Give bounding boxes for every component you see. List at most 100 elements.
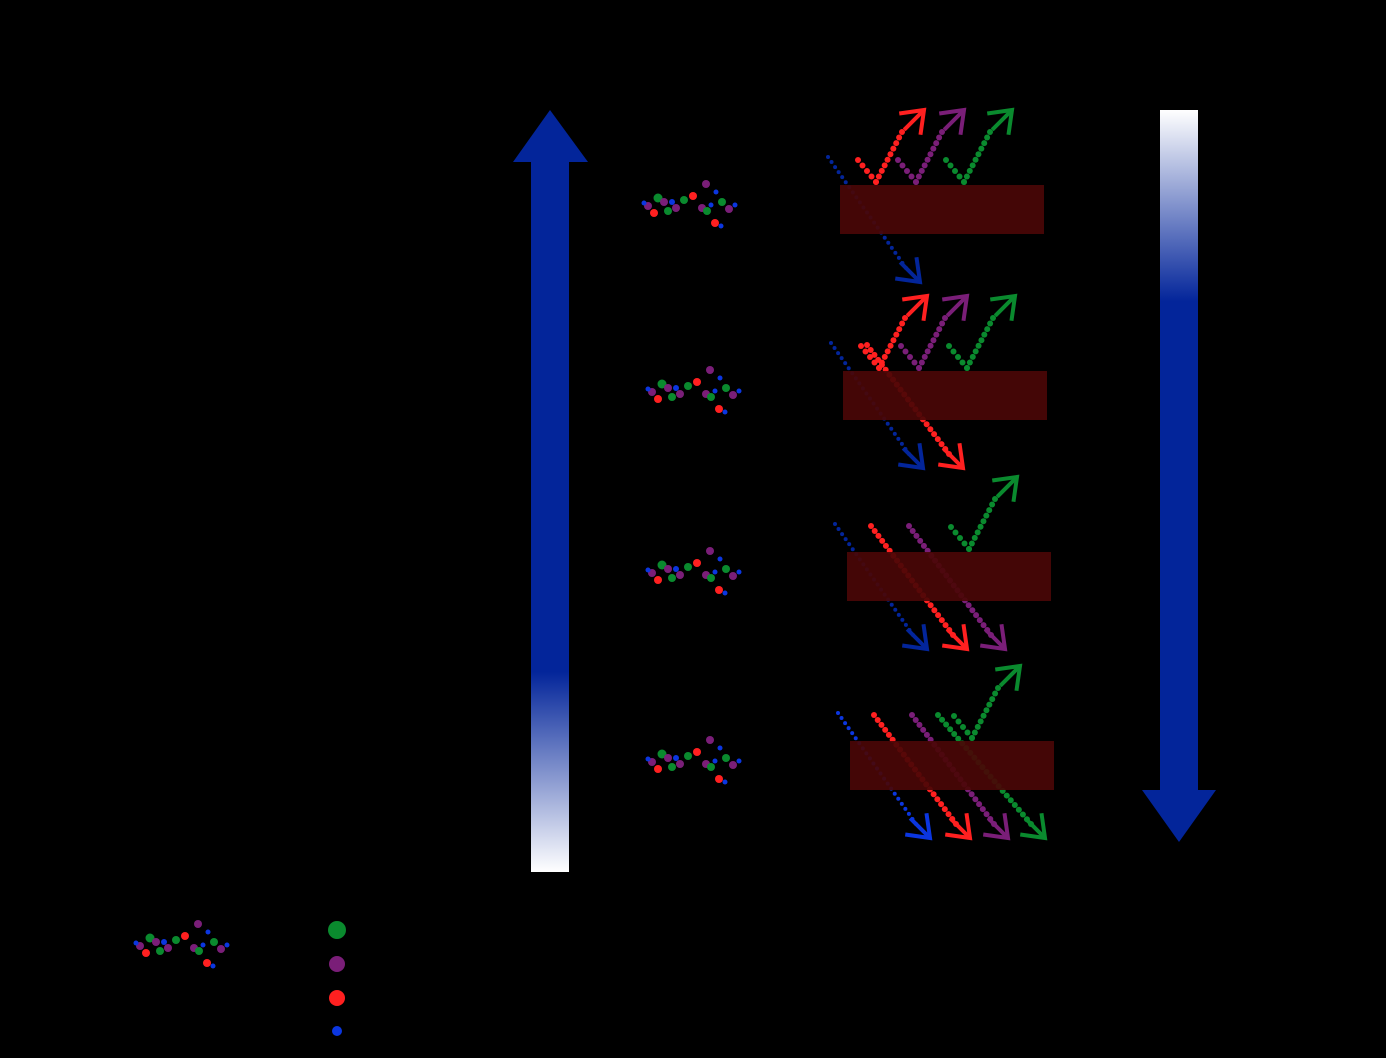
beam-dot [943, 157, 949, 163]
particle-blue [673, 385, 679, 391]
beam-dot [969, 735, 975, 741]
filter-block [850, 741, 1054, 790]
particle-purple [725, 205, 733, 213]
beam-dot [948, 163, 954, 169]
particle-blue [714, 190, 719, 195]
particle-purple [672, 204, 680, 212]
particle-green [172, 936, 180, 944]
particle-green [684, 752, 692, 760]
beam-dot [936, 326, 942, 332]
particle-red [693, 559, 701, 567]
beam-dot [922, 354, 928, 360]
particle-purple [706, 736, 714, 744]
filter-block [843, 371, 1047, 420]
legend-dot-purple [329, 956, 345, 972]
particle-red [654, 765, 662, 773]
particle-blue [713, 759, 718, 764]
particle-blue [718, 746, 723, 751]
beam-dot [935, 436, 941, 442]
particle-green [210, 938, 218, 946]
beam-dot [972, 796, 978, 802]
right-vertical-arrow [1142, 110, 1216, 842]
beam-dot [990, 315, 996, 321]
beam-dot [980, 518, 986, 524]
beam-dot [978, 146, 984, 152]
beam-dot [858, 343, 864, 349]
beam-dot [902, 315, 908, 321]
beam-dot [829, 341, 833, 345]
particle-red [693, 378, 701, 386]
beam-dot [903, 349, 909, 355]
legend-dot-green [328, 921, 346, 939]
left-arrow-head [513, 110, 588, 162]
particle-red [689, 192, 697, 200]
beam-dot [921, 543, 927, 549]
beam-dot [882, 354, 888, 360]
filter-rows [642, 110, 1055, 838]
particle-blue [669, 199, 675, 205]
beam-dot [919, 168, 925, 174]
beam-dot [826, 155, 830, 159]
beam-dot [885, 348, 891, 354]
beam-dot [978, 524, 984, 530]
beam-dot [983, 513, 989, 519]
beam-dot [969, 540, 975, 546]
beam-dot [847, 366, 851, 370]
filter-row-3 [646, 477, 1052, 649]
particle-blue [737, 570, 742, 575]
beam-dot [833, 346, 837, 350]
beam-dot [933, 140, 939, 146]
beam-dot [972, 729, 978, 735]
beam-dot [987, 321, 993, 327]
beam-dot [890, 246, 894, 250]
beam-dot [970, 354, 976, 360]
beam-dot [960, 360, 966, 366]
beam-dot [840, 175, 844, 179]
beam-dot [942, 315, 948, 321]
beam-dot [843, 361, 847, 365]
beam-dot [975, 151, 981, 157]
beam-dot [847, 542, 851, 546]
beam-dot [893, 608, 897, 612]
particle-cluster [646, 736, 742, 785]
beam-dot [836, 351, 840, 355]
particle-purple [664, 754, 672, 762]
particle-blue [673, 755, 679, 761]
legend-particle-cluster [134, 920, 230, 969]
particle-green [684, 382, 692, 390]
beam-dot [951, 713, 957, 719]
beam-dot [976, 343, 982, 349]
beam-dot [913, 533, 919, 539]
beam-dot [931, 791, 937, 797]
beam-dot [935, 612, 941, 618]
beam-dot [1004, 793, 1010, 799]
beam-dot [873, 179, 879, 185]
beam-dot [1012, 802, 1018, 808]
beam-dot [952, 168, 958, 174]
particle-red [693, 748, 701, 756]
beam-dot [1008, 797, 1014, 803]
beam-dot [955, 354, 961, 360]
beam-dot [882, 727, 888, 733]
beam-dot [882, 162, 888, 168]
filter-block [840, 185, 1044, 234]
particle-red [711, 219, 719, 227]
beam-dot [976, 801, 982, 807]
beam-dot [1020, 812, 1026, 818]
beam-dot [899, 321, 905, 327]
beam-dot [920, 727, 926, 733]
beam-dot [1016, 807, 1022, 813]
beam-dot [927, 151, 933, 157]
legend [134, 920, 347, 1036]
beam-dot [995, 685, 1001, 691]
beam-dot [896, 797, 900, 801]
beam-dot [900, 442, 904, 446]
beam-dot [928, 602, 934, 608]
beam-dot [951, 731, 957, 737]
particle-blue [713, 389, 718, 394]
beam-dot [981, 713, 987, 719]
beam-dot [978, 337, 984, 343]
particle-green [156, 947, 164, 955]
particle-blue [225, 943, 230, 948]
beam-dot [930, 146, 936, 152]
